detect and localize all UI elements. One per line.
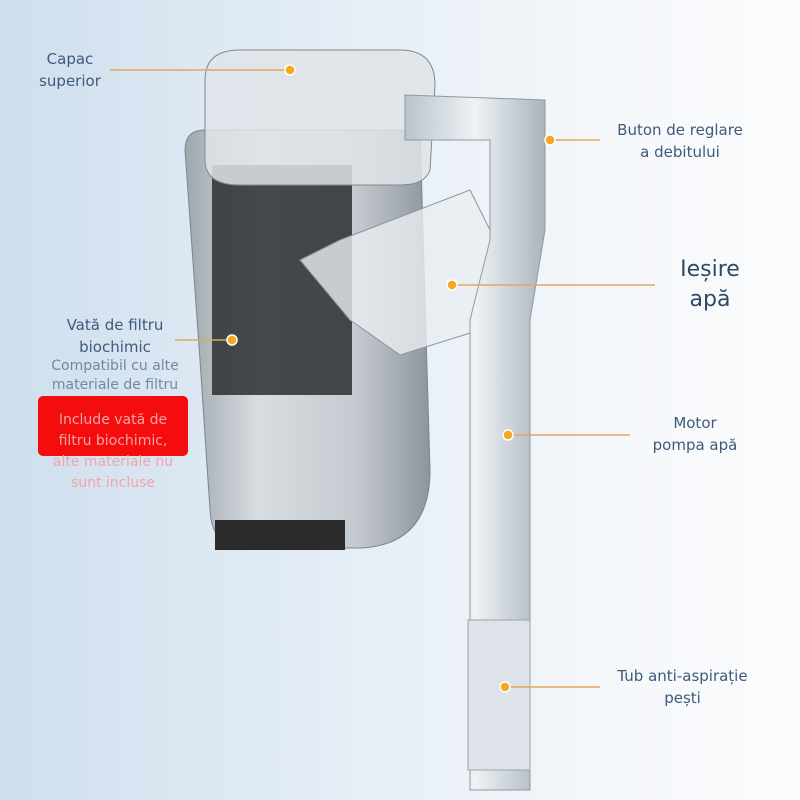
dot-anti-suction-tube: [499, 681, 511, 693]
leader-lines: [110, 69, 655, 688]
warning-box: [38, 396, 188, 456]
label-line: materiale de filtru: [51, 377, 179, 393]
intake-grille: [467, 619, 531, 771]
label-line: a debitului: [640, 143, 720, 161]
callout-dots: [226, 64, 556, 693]
label-line: Include vată de: [58, 412, 168, 428]
dot-filter-cotton: [226, 334, 238, 346]
label-line: biochimic: [79, 338, 151, 356]
dot-flow-button: [544, 134, 556, 146]
top-cover: [204, 49, 436, 186]
label-line: sunt incluse: [70, 475, 156, 491]
compat-note: Compatibil cu alte materiale de filtru: [40, 357, 190, 395]
label-pump-motor: Motor pompa apă: [640, 412, 750, 456]
label-line: Buton de reglare: [617, 121, 743, 139]
label-line: alte materiale nu: [52, 454, 174, 470]
dot-pump-motor: [502, 429, 514, 441]
label-line: apă: [689, 287, 731, 312]
label-top-cover: Capac superior: [39, 50, 101, 90]
label-line: Ieșire: [680, 257, 740, 282]
label-flow-button: Buton de reglare a debitului: [600, 119, 760, 163]
label-line: pești: [664, 689, 701, 707]
dot-top-cover: [284, 64, 296, 76]
label-line: filtru biochimic,: [58, 433, 168, 449]
label-water-outlet: Ieșire apă: [655, 255, 765, 315]
label-anti-suction-tube: Tub anti-aspirație pești: [605, 665, 760, 709]
label-filter-cotton: Vată de filtru biochimic: [40, 314, 190, 358]
label-line: Compatibil cu alte: [51, 358, 179, 374]
dot-water-outlet: [446, 279, 458, 291]
label-line: Motor: [673, 414, 717, 432]
included-note: Include vată de filtru biochimic, alte m…: [38, 410, 188, 494]
label-line: Vată de filtru: [66, 316, 164, 334]
label-line: pompa apă: [652, 436, 738, 454]
pump-pipe: [404, 94, 546, 791]
bottom-dark: [215, 520, 345, 550]
label-line: Tub anti-aspirație: [617, 667, 748, 685]
